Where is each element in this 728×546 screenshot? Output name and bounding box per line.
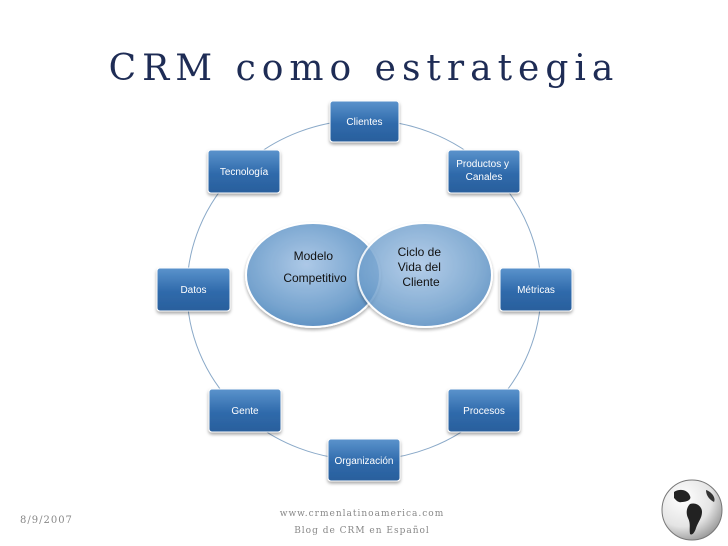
node-label: Datos (180, 285, 206, 296)
footer-site: www.crmenlatinoamerica.com (279, 509, 445, 519)
node-label: Productos y Canales (456, 159, 512, 183)
node-datos: Datos (156, 267, 231, 312)
footer-date: 8/9/2007 (20, 515, 73, 526)
venn-left-label: Modelo Competitivo (283, 249, 347, 285)
venn-diagram: Modelo Competitivo Ciclo de Vida del Cli… (245, 222, 493, 328)
page-title: CRM como estrategia (108, 48, 620, 89)
node-procesos: Procesos (447, 388, 521, 433)
node-metricas: Métricas (499, 267, 573, 312)
globe-icon (661, 479, 723, 541)
node-clientes: Clientes (329, 100, 400, 143)
node-label: Procesos (463, 406, 505, 417)
node-label: Organización (335, 456, 394, 467)
node-label: Gente (231, 406, 259, 417)
node-label: Clientes (346, 117, 382, 128)
node-gente: Gente (208, 388, 282, 433)
venn-right-circle (357, 222, 493, 328)
footer-credits: www.crmenlatinoamerica.com Blog de CRM e… (270, 506, 454, 540)
node-label: Tecnología (220, 167, 269, 178)
node-productos-canales: Productos y Canales (447, 149, 521, 194)
node-label: Métricas (517, 285, 555, 296)
footer-blog: Blog de CRM en Español (294, 526, 430, 536)
node-tecnologia: Tecnología (207, 149, 281, 194)
node-organizacion: Organización (327, 438, 401, 482)
venn-right-label: Ciclo de Vida del Cliente (398, 245, 445, 289)
